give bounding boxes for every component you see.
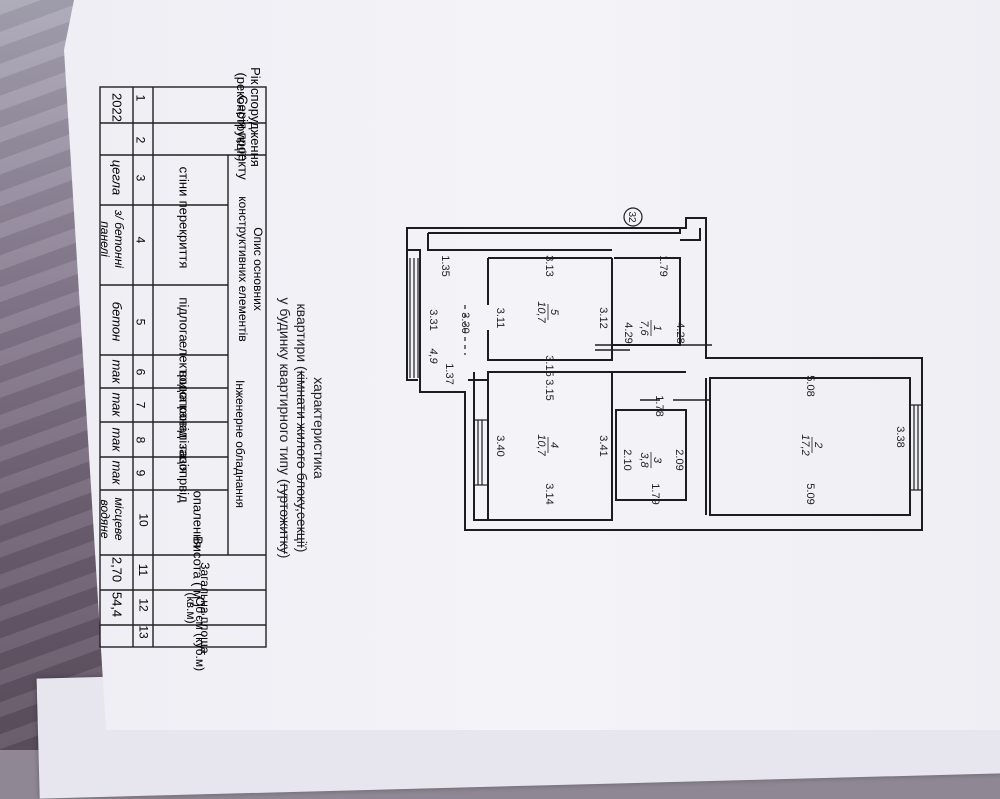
room-4-label: 4 10,7 bbox=[535, 434, 560, 456]
room-4-area: 10,7 bbox=[535, 434, 547, 456]
dim-3-12: 3.12 bbox=[597, 307, 609, 328]
room-1-number: 1 bbox=[651, 325, 663, 331]
room-4-number: 4 bbox=[548, 442, 560, 448]
axis-marker-label: 32 bbox=[626, 211, 637, 223]
room-3-label: 3 3,8 bbox=[638, 452, 663, 469]
dim-3-15b: 3.15 bbox=[543, 379, 555, 400]
table-grid bbox=[99, 86, 267, 648]
dim-3-40: 3.40 bbox=[494, 435, 506, 456]
room-5-number: 5 bbox=[548, 309, 560, 316]
room-3-area: 3,8 bbox=[638, 452, 650, 468]
dim-5-09: 5.09 bbox=[804, 483, 816, 504]
room-5-area: 10,7 bbox=[535, 301, 547, 323]
dim-3-31: 3.31 bbox=[427, 309, 439, 330]
room-2-number: 2 bbox=[812, 441, 824, 448]
dim-1-37: 1.37 bbox=[443, 363, 455, 384]
room-2-area: 17,2 bbox=[799, 434, 811, 455]
plan-walls bbox=[406, 217, 923, 531]
room-1-label: 1 7,6 bbox=[638, 320, 663, 337]
dim-3-14: 3.14 bbox=[543, 483, 555, 504]
dim-3-15a: 3.15 bbox=[543, 355, 555, 376]
door-marks bbox=[595, 344, 712, 401]
document-sheet bbox=[64, 0, 1000, 730]
room-2-label: 2 17,2 bbox=[799, 434, 824, 455]
dim-3-30: 3.30 bbox=[459, 312, 471, 333]
dim-1-79-bottom: 1.79 bbox=[649, 483, 661, 504]
room-labels: 5 10,7 1 7,6 4 10,7 3 3,8 2 17,2 4,9 bbox=[427, 301, 824, 468]
room-3-number: 3 bbox=[651, 457, 663, 464]
balcony-area: 4,9 bbox=[427, 348, 439, 363]
dim-4-29: 4.29 bbox=[622, 322, 634, 343]
dim-2-09: 2.09 bbox=[673, 449, 685, 470]
dim-1-35: 1.35 bbox=[439, 255, 451, 276]
balcony-window bbox=[409, 258, 419, 378]
characteristics-table bbox=[98, 85, 270, 650]
dim-3-38: 3.38 bbox=[894, 426, 906, 447]
room-5-label: 5 10,7 bbox=[535, 301, 560, 323]
floor-plan: 32 1.35 3.13 1.79 3.31 3.30 3.11 3.12 4.… bbox=[406, 207, 923, 531]
dim-4-28: 4.28 bbox=[674, 322, 686, 343]
dim-5-08: 5.08 bbox=[804, 375, 816, 396]
dimension-labels: 1.35 3.13 1.79 3.31 3.30 3.11 3.12 4.29 … bbox=[427, 255, 906, 504]
room-1-area: 7,6 bbox=[638, 320, 650, 336]
dim-3-11: 3.11 bbox=[494, 308, 506, 329]
dim-1-78: 1.78 bbox=[653, 395, 665, 416]
dim-1-79-top: 1.79 bbox=[657, 255, 669, 276]
axis-marker-circle bbox=[623, 207, 643, 227]
dim-3-41: 3.41 bbox=[597, 435, 609, 456]
dim-3-13: 3.13 bbox=[543, 255, 555, 276]
dim-2-10: 2.10 bbox=[621, 449, 633, 470]
windows-right bbox=[474, 404, 922, 491]
